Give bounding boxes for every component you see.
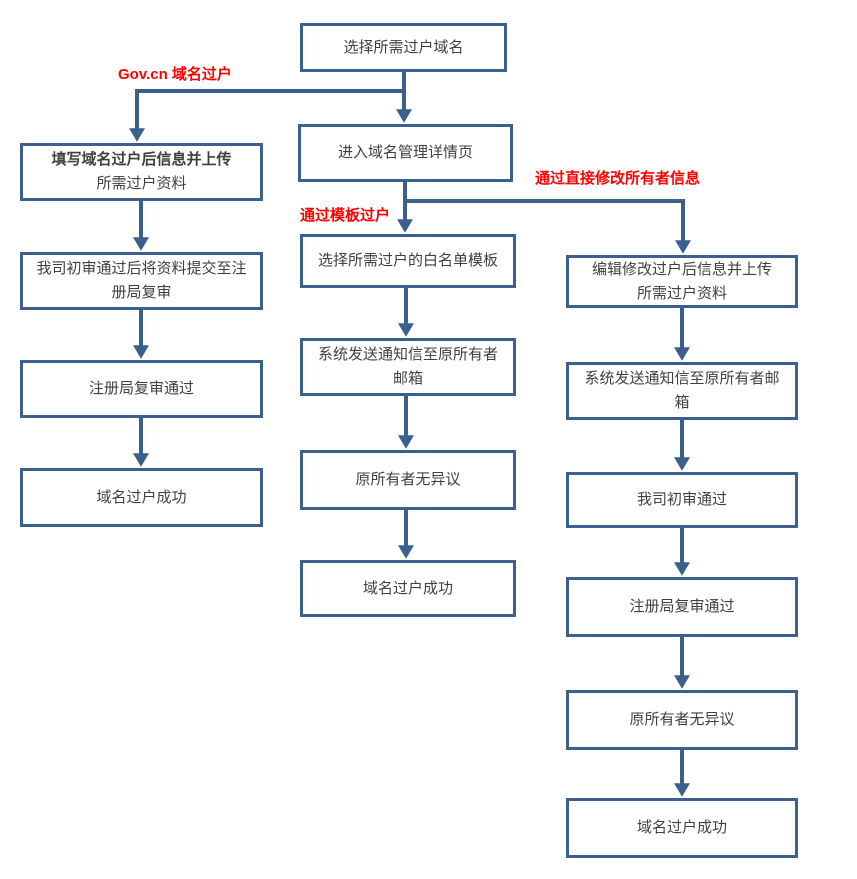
flow-node-mid-success: 域名过户成功 [300,560,516,617]
flow-node-mid-notify: 系统发送通知信至原所有者 邮箱 [300,338,516,396]
flow-node-right-initial-approved: 我司初审通过 [566,472,798,528]
branch-label-govcn: Gov.cn 域名过户 [118,66,232,83]
branch-label-direct-modify: 通过直接修改所有者信息 [535,170,701,187]
flow-node-left-fill-info: 填写域名过户后信息并上传 所需过户资料 [20,143,263,201]
flow-node-line: 所需过户资料 [96,175,187,192]
flow-node-mid-no-objection: 原所有者无异议 [300,450,516,510]
flow-node-left-initial-review: 我司初审通过后将资料提交至注 册局复审 [20,252,263,310]
flow-node-right-registry-approved: 注册局复审通过 [566,577,798,637]
flow-node-right-edit-info: 编辑修改过户后信息并上传 所需过户资料 [566,255,798,308]
flow-node-select-domain: 选择所需过户域名 [300,23,507,72]
flow-node-enter-detail: 进入域名管理详情页 [298,124,513,182]
connector-govcn-branch [129,89,404,142]
flow-node-right-notify: 系统发送通知信至原所有者邮 箱 [566,362,798,420]
connector-direct-branch [405,199,691,254]
flow-node-left-registry-approved: 注册局复审通过 [20,360,263,418]
flow-node-right-success: 域名过户成功 [566,798,798,858]
branch-label-template: 通过模板过户 [300,207,391,224]
flow-node-right-no-objection: 原所有者无异议 [566,690,798,750]
flow-node-left-success: 域名过户成功 [20,468,263,527]
flow-node-mid-select-template: 选择所需过户的白名单模板 [300,234,516,288]
flow-node-line: 填写域名过户后信息并上传 [51,151,232,168]
